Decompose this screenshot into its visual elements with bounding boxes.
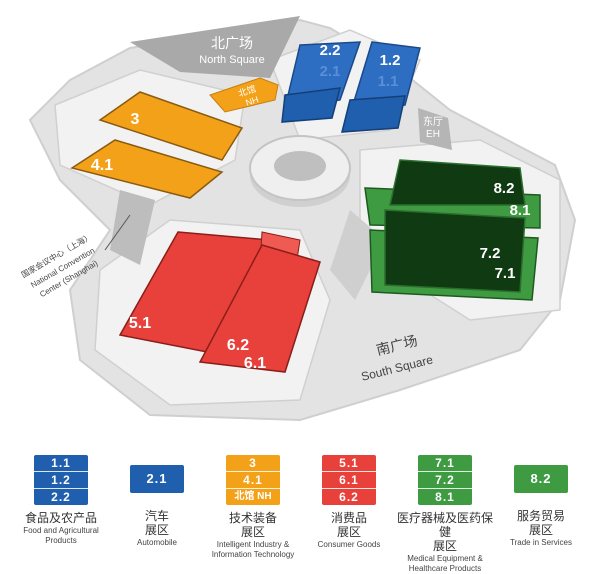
hall-1-1-label: 1.1 — [378, 73, 399, 90]
hall-2-2-label: 2.2 — [320, 42, 341, 59]
legend-chip: 4.1 — [226, 472, 280, 489]
hall-1-2[interactable] — [350, 41, 421, 109]
legend-chip: 5.1 — [322, 455, 376, 472]
legend-tech: 3 4.1 北馆 NH 技术装备展区 Intelligent Industry … — [204, 455, 302, 560]
legend-chip: 8.2 — [514, 465, 568, 493]
legend-consumer-en: Consumer Goods — [317, 540, 381, 549]
hall-5-1-label: 5.1 — [129, 315, 151, 332]
venue-map: 北广场 North Square 北馆 NH 2.2 2.1 1.2 1.1 东… — [19, 16, 577, 422]
hall-nh[interactable] — [209, 77, 279, 113]
hall-2-2[interactable] — [284, 41, 362, 109]
hall-eh-label-cn: 东厅 — [423, 115, 443, 128]
hall-4-1-label: 4.1 — [91, 157, 113, 174]
legend-services: 8.2 服务贸易展区 Trade in Services — [492, 455, 590, 548]
legend-chip: 2.1 — [130, 465, 184, 493]
hall-nh-label-en: NH — [244, 94, 259, 108]
legend-services-cn: 服务贸易展区 — [516, 509, 565, 537]
legend-chip: 6.1 — [322, 472, 376, 489]
legend-chip: 7.1 — [418, 455, 472, 472]
hall-1-2-label: 1.2 — [380, 52, 401, 69]
hall-6-1[interactable] — [198, 244, 321, 373]
legend-chip: 1.1 — [34, 455, 88, 472]
legend-food-cn: 食品及农产品 — [24, 511, 97, 525]
hall-nh-label-cn: 北馆 — [237, 83, 258, 99]
legend-services-en: Trade in Services — [510, 538, 572, 547]
hall-7-2[interactable] — [384, 209, 526, 293]
hall-8-2[interactable] — [389, 159, 526, 206]
legend-tech-chips: 3 4.1 北馆 NH — [226, 455, 280, 505]
legend-tech-cn: 技术装备展区 — [228, 511, 277, 539]
hall-3-label: 3 — [131, 111, 140, 128]
center-leader-line — [104, 214, 131, 251]
legend-services-chips: 8.2 — [514, 465, 568, 493]
legend-auto-chips: 2.1 — [130, 465, 184, 493]
hall-8-2-label: 8.2 — [494, 180, 515, 197]
legend-auto: 2.1 汽车展区 Automobile — [108, 455, 206, 548]
legend-chip: 7.2 — [418, 472, 472, 489]
legend-food: 1.1 1.2 2.2 食品及农产品 Food and Agricultural… — [12, 455, 110, 546]
legend-chip: 北馆 NH — [226, 489, 280, 505]
legend-medical-cn: 医疗器械及医药保健展区 — [396, 511, 493, 553]
hall-6-1-label: 6.1 — [244, 355, 266, 372]
legend-auto-en: Automobile — [136, 538, 178, 547]
legend-food-chips: 1.1 1.2 2.2 — [34, 455, 88, 505]
legend-auto-cn: 汽车展区 — [144, 509, 169, 537]
legend-medical-en: Medical Equipment &Healthcare Products — [407, 554, 483, 573]
hall-2-1[interactable] — [281, 87, 342, 123]
legend-tech-en: Intelligent Industry &Information Techno… — [211, 540, 295, 559]
north-square-label-cn: 北广场 — [211, 35, 253, 51]
legend-chip: 6.2 — [322, 489, 376, 505]
hall-4-1[interactable] — [70, 139, 224, 199]
hall-7-1-label: 7.1 — [495, 265, 516, 282]
north-square-area — [130, 16, 300, 78]
legend-chip: 2.2 — [34, 489, 88, 505]
legend-consumer: 5.1 6.1 6.2 消费品展区 Consumer Goods — [300, 455, 398, 550]
hall-2-1-label: 2.1 — [320, 63, 341, 80]
hall-eh[interactable] — [418, 108, 452, 150]
legend-consumer-cn: 消费品展区 — [330, 511, 367, 539]
legend-chip: 8.1 — [418, 489, 472, 505]
central-ring — [249, 135, 351, 207]
hall-7-2-label: 7.2 — [480, 245, 501, 262]
legend-chip: 3 — [226, 455, 280, 472]
hall-eh-label-en: EH — [426, 129, 440, 140]
legend-medical: 7.1 7.2 8.1 医疗器械及医药保健展区 Medical Equipmen… — [396, 455, 494, 574]
north-square-label-en: North Square — [199, 54, 264, 66]
legend-medical-chips: 7.1 7.2 8.1 — [418, 455, 472, 505]
hall-8-1-label: 8.1 — [510, 202, 531, 219]
hall-3[interactable] — [98, 91, 244, 161]
hall-6-2-label: 6.2 — [227, 337, 249, 354]
hall-1-1[interactable] — [341, 95, 406, 133]
legend-consumer-chips: 5.1 6.1 6.2 — [322, 455, 376, 505]
legend-chip: 1.2 — [34, 472, 88, 489]
